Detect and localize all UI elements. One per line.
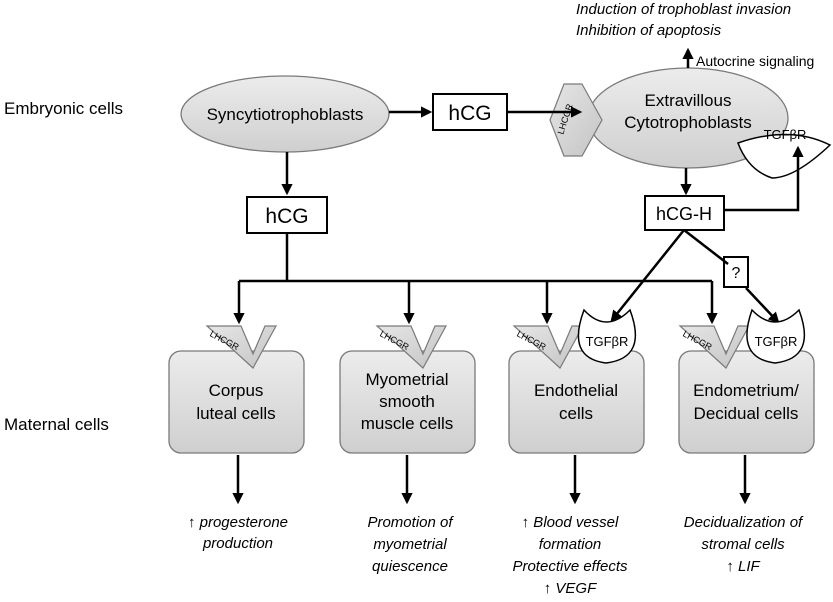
evt-label-line2: Cytotrophoblasts <box>624 113 752 132</box>
autocrine-effect-invasion: Induction of trophoblast invasion <box>576 1 791 18</box>
outcome-myometrial-line2: myometrial <box>373 536 447 553</box>
hcg-h-label: hCG-H <box>656 204 712 224</box>
outcome-myometrial-line3: quiescence <box>372 558 448 575</box>
corpus-luteal-line2: luteal cells <box>196 404 275 423</box>
endothelial-cells-box <box>508 350 645 454</box>
endometrium-tgfbr-label: TGFβR <box>755 334 798 349</box>
evt-tgfbr-receptor <box>737 133 832 179</box>
myometrial-line1: Myometrial <box>365 370 448 389</box>
endothelial-tgfbr-receptor: TGFβR <box>577 308 637 364</box>
unknown-pathway-label: ? <box>732 265 741 282</box>
evt-tgfbr-label: TGFβR <box>764 127 807 142</box>
hcg-top-box <box>432 93 508 131</box>
outcome-endothelial-line4: ↑ VEGF <box>544 580 597 597</box>
syncytiotrophoblasts-label: Syncytiotrophoblasts <box>207 105 364 124</box>
endothelial-line1: Endothelial <box>534 381 618 400</box>
maternal-row-label: Maternal cells <box>4 415 109 434</box>
outcome-endometrium-line2: stromal cells <box>701 536 785 553</box>
unknown-pathway-box <box>723 256 749 288</box>
outcome-endothelial-line1: ↑ Blood vessel <box>522 514 619 531</box>
hcg-top-label: hCG <box>448 102 491 125</box>
endometrium-cells-box <box>678 350 815 454</box>
outcome-endometrium-line3: ↑ LIF <box>726 558 760 575</box>
arrow-unknown-to-endometrium-tgfbr <box>745 287 780 324</box>
hcg-left-box <box>246 196 328 234</box>
outcome-corpus-line2: production <box>202 535 273 552</box>
outcome-endothelial-line3: Protective effects <box>512 558 628 575</box>
evt-lhcgr-receptor <box>549 83 603 157</box>
endometrium-line2: Decidual cells <box>694 404 799 423</box>
endometrium-line1: Endometrium/ <box>693 381 799 400</box>
outcome-endometrium-line1: Decidualization of <box>684 514 804 531</box>
outcome-endothelial-line2: formation <box>539 536 602 553</box>
endothelial-tgfbr-label: TGFβR <box>586 334 629 349</box>
hcg-left-label: hCG <box>265 205 308 228</box>
corpus-luteal-cells-box <box>168 350 305 454</box>
myometrial-line2: smooth <box>379 392 435 411</box>
outcome-corpus-line1: ↑ progesterone <box>188 514 288 531</box>
arrow-hcg-h-to-evt-tgfbr <box>724 145 804 212</box>
autocrine-effect-apoptosis: Inhibition of apoptosis <box>576 22 722 39</box>
myometrial-line3: muscle cells <box>361 414 454 433</box>
autocrine-signaling-label: Autocrine signaling <box>696 53 814 69</box>
arrow-hcg-h-to-endothelial-tgfbr <box>610 229 685 322</box>
endothelial-line2: cells <box>559 404 593 423</box>
corpus-luteal-line1: Corpus <box>209 381 264 400</box>
embryonic-row-label: Embryonic cells <box>4 99 123 118</box>
evt-label-line1: Extravillous <box>645 91 732 110</box>
line-hcg-h-to-unknown <box>683 229 729 265</box>
outcome-myometrial-line1: Promotion of <box>367 514 454 531</box>
endometrium-tgfbr-receptor: TGFβR <box>746 308 806 364</box>
syncytiotrophoblasts-node <box>180 75 390 153</box>
